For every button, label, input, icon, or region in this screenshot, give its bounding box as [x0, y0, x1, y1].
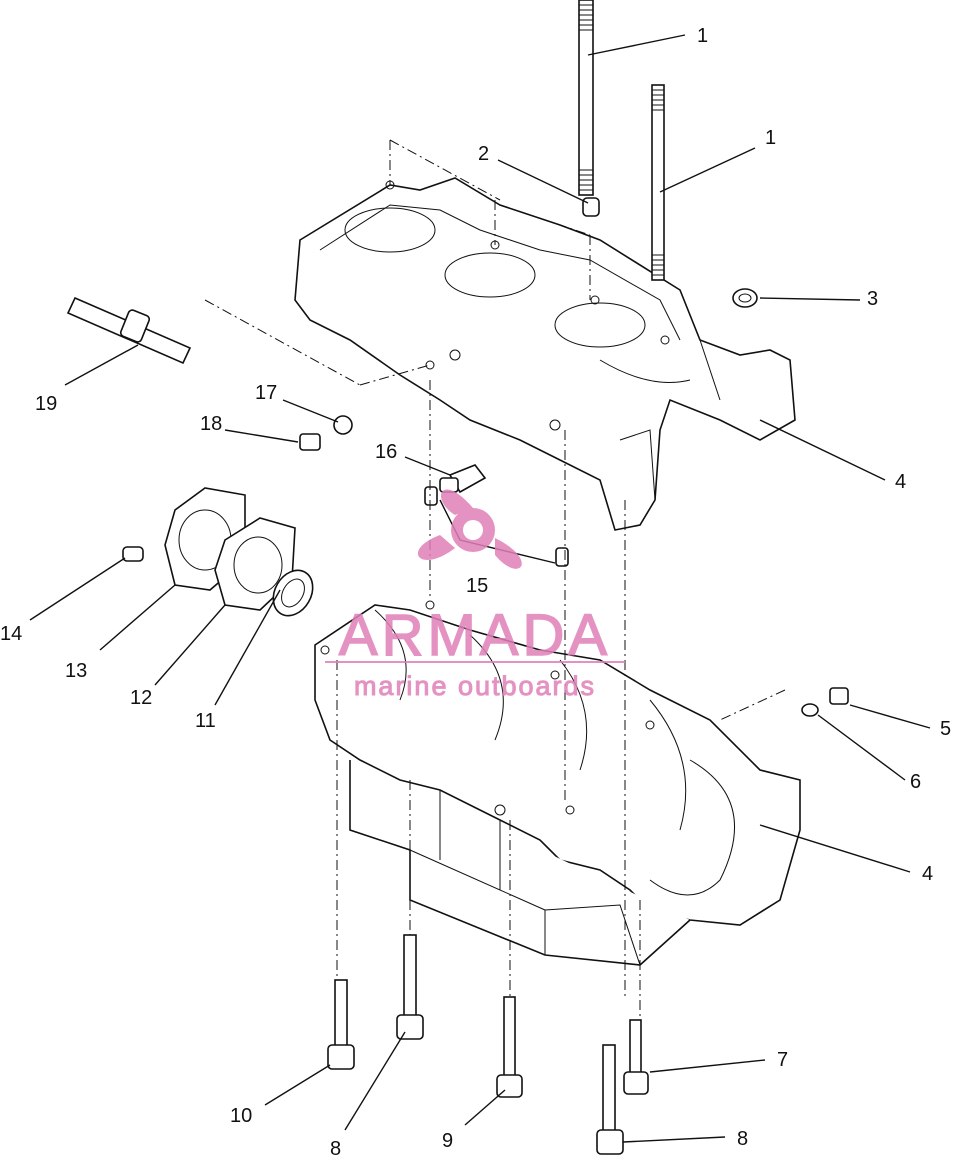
label-12: 12: [130, 687, 152, 709]
label-13: 13: [65, 660, 87, 682]
dowel-15b: [555, 547, 569, 567]
label-4-upper: 4: [895, 471, 906, 493]
label-1-top: 1: [697, 25, 708, 47]
label-6: 6: [910, 771, 921, 793]
bolt-8-left: [396, 934, 424, 1040]
stud-left: [578, 0, 594, 196]
label-10: 10: [230, 1105, 252, 1127]
label-3: 3: [867, 288, 878, 310]
bolt-8-right: [596, 1044, 624, 1155]
stud-right: [651, 84, 665, 281]
bolt-7: [623, 1019, 649, 1095]
label-2: 2: [478, 143, 489, 165]
bolt-10: [327, 979, 355, 1070]
seal-11: [272, 569, 314, 617]
lower-crankcase: [314, 600, 801, 966]
washer-6: [801, 703, 819, 717]
label-19: 19: [35, 393, 57, 415]
assembly-lines: [204, 139, 786, 1020]
label-18: 18: [200, 413, 222, 435]
label-4-lower: 4: [922, 863, 933, 885]
label-8-left: 8: [330, 1138, 341, 1158]
part-labels: 1 1 2 3 4 5 6 4 7 8 9 8 10 11 12 13 14 1…: [0, 25, 951, 1158]
bolt-9: [496, 996, 523, 1098]
tube-19: [66, 296, 192, 365]
leader-lines: [29, 34, 931, 1143]
plug-18: [299, 433, 321, 451]
watermark-brand: ARMADA: [339, 603, 611, 668]
label-15: 15: [466, 575, 488, 597]
watermark: ARMADA marine outboards: [325, 489, 625, 702]
label-1-right: 1: [765, 127, 776, 149]
sensor-16: [439, 464, 487, 494]
washer-17: [333, 415, 353, 435]
label-11: 11: [195, 710, 216, 732]
dowel-15a: [424, 486, 438, 506]
upper-crankcase: [294, 177, 796, 531]
plug-3: [732, 288, 758, 308]
label-16: 16: [375, 441, 397, 463]
screw-14: [122, 546, 144, 562]
propeller-logo-icon: [417, 489, 522, 569]
watermark-tagline: marine outboards: [354, 671, 596, 701]
label-9: 9: [442, 1130, 453, 1152]
label-5: 5: [940, 718, 951, 740]
bolt-5: [829, 687, 849, 705]
dowel-2: [582, 197, 600, 217]
label-14: 14: [0, 623, 22, 645]
label-17: 17: [255, 382, 277, 404]
label-8-right: 8: [737, 1128, 748, 1150]
label-7: 7: [777, 1049, 788, 1071]
